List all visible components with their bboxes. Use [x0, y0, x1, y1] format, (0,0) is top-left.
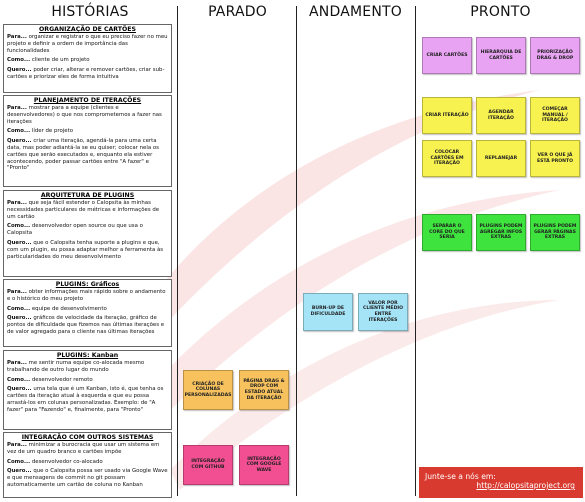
task-card-replanejar[interactable]: REPLANEJAR: [476, 140, 526, 177]
story-quero: Quero... criar uma iteração, agendá-la p…: [7, 138, 159, 172]
task-card-integracao-wave[interactable]: INTEGRAÇÃO COM GOOGLE WAVE: [239, 445, 289, 485]
task-card-pagina-drag-drop[interactable]: PÁGINA DRAG & DROP COM ESTADO ATUAL DA I…: [239, 370, 289, 410]
story-card[interactable]: ARQUITETURA DE PLUGINS Para... que seja …: [3, 190, 172, 277]
story-como: Como... cliente de um projeto: [7, 57, 90, 64]
story-quero: Quero... que o Calopsita tenha suporte a…: [7, 239, 164, 260]
story-como: Como... desenvolvedor remoto: [7, 376, 93, 383]
story-para: Para... organizar e registrar o que eu p…: [7, 34, 168, 54]
story-card[interactable]: INTEGRAÇÃO COM OUTROS SISTEMAS Para... m…: [3, 432, 172, 498]
story-title: PLUGINS: Gráficos: [55, 281, 120, 288]
task-card-plugins-paginas[interactable]: PLUGINS PODEM GERAR PÁGINAS EXTRAS: [530, 214, 580, 251]
task-card-criar-cartoes[interactable]: CRIAR CARTÕES: [422, 37, 472, 74]
column-header-parado: PARADO: [208, 4, 267, 20]
story-quero: Quero... poder criar, alterar e remover …: [7, 67, 165, 80]
task-card-ver-pronto[interactable]: VER O QUE JÁ ESTÁ PRONTO: [530, 140, 580, 177]
column-divider: [177, 6, 178, 496]
story-quero: Quero... uma tela que é um Kanban, isto …: [7, 386, 164, 413]
story-quero: Quero... que o Calopsita possa ser usado…: [7, 468, 168, 488]
story-como: Como... desenvolvedor co-alocado: [7, 458, 103, 465]
column-divider: [296, 6, 297, 496]
task-card-valor-cliente[interactable]: VALOR POR CLIENTE MÉDIO ENTRE ITERAÇÕES: [358, 293, 408, 331]
task-card-integracao-github[interactable]: INTEGRAÇÃO COM GITHUB: [183, 445, 233, 485]
task-card-comecar-iteracao[interactable]: COMEÇAR MANUAL / ITERAÇÃO: [530, 97, 580, 134]
story-title: PLUGINS: Kanban: [56, 352, 119, 359]
story-card[interactable]: PLUGINS: Kanban Para... me sentir numa e…: [3, 350, 172, 430]
join-link[interactable]: http://calopsitaproject.org: [476, 481, 575, 490]
column-header-historias: HISTÓRIAS: [51, 4, 129, 20]
story-card[interactable]: ORGANIZAÇÃO DE CARTÕES Para... organizar…: [3, 24, 172, 93]
story-title: ARQUITETURA DE PLUGINS: [40, 192, 135, 199]
story-title: INTEGRAÇÃO COM OUTROS SISTEMAS: [21, 434, 154, 441]
task-card-plugins-infos[interactable]: PLUGINS PODEM AGREGAR INFOS EXTRAS: [476, 214, 526, 251]
story-card[interactable]: PLUGINS: Gráficos Para... obter informaç…: [3, 279, 172, 347]
task-card-criacao-colunas[interactable]: CRIAÇÃO DE COLUNAS PERSONALIZADAS: [183, 370, 233, 410]
task-card-agendar-iteracao[interactable]: AGENDAR ITERAÇÃO: [476, 97, 526, 134]
story-para: Para... mostrar para a equipe (clientes …: [7, 105, 162, 125]
story-card[interactable]: PLANEJAMENTO DE ITERAÇÕES Para... mostra…: [3, 95, 172, 187]
column-header-andamento: ANDAMENTO: [309, 4, 402, 20]
join-banner: Junte-se a nós em: http://calopsitaproje…: [419, 467, 583, 498]
task-card-criar-iteracao[interactable]: CRIAR ITERAÇÃO: [422, 97, 472, 134]
task-card-separar-core[interactable]: SEPARAR O CORE DO QUE SERIA: [422, 214, 472, 251]
story-como: Como... desenvolvedor open source ou que…: [7, 223, 143, 237]
story-para: Para... que seja fácil estender o Calops…: [7, 200, 160, 220]
task-card-colocar-cartoes[interactable]: COLOCAR CARTÕES EM ITERAÇÃO: [422, 140, 472, 177]
story-title: ORGANIZAÇÃO DE CARTÕES: [39, 26, 136, 33]
story-title: PLANEJAMENTO DE ITERAÇÕES: [33, 97, 142, 104]
story-para: Para... me sentir numa equipe co-alocada…: [7, 360, 145, 373]
story-para: Para... minimizar a burocracia que usar …: [7, 442, 160, 455]
column-divider: [415, 6, 416, 496]
story-como: Como... equipe de desenvolvimento: [7, 305, 107, 312]
join-text: Junte-se a nós em:: [425, 472, 496, 481]
task-card-priorizacao[interactable]: PRIORIZAÇÃO DRAG & DROP: [530, 37, 580, 74]
task-card-hierarquia-cartoes[interactable]: HIERARQUIA DE CARTÕES: [476, 37, 526, 74]
story-quero: Quero... gráficos de velocidade da itera…: [7, 315, 165, 335]
story-para: Para... obter informações mais rápido so…: [7, 289, 166, 302]
column-header-pronto: PRONTO: [470, 4, 531, 20]
task-card-burnup[interactable]: BURN-UP DE DIFICULDADE: [303, 293, 353, 331]
story-como: Como... líder de projeto: [7, 128, 74, 135]
